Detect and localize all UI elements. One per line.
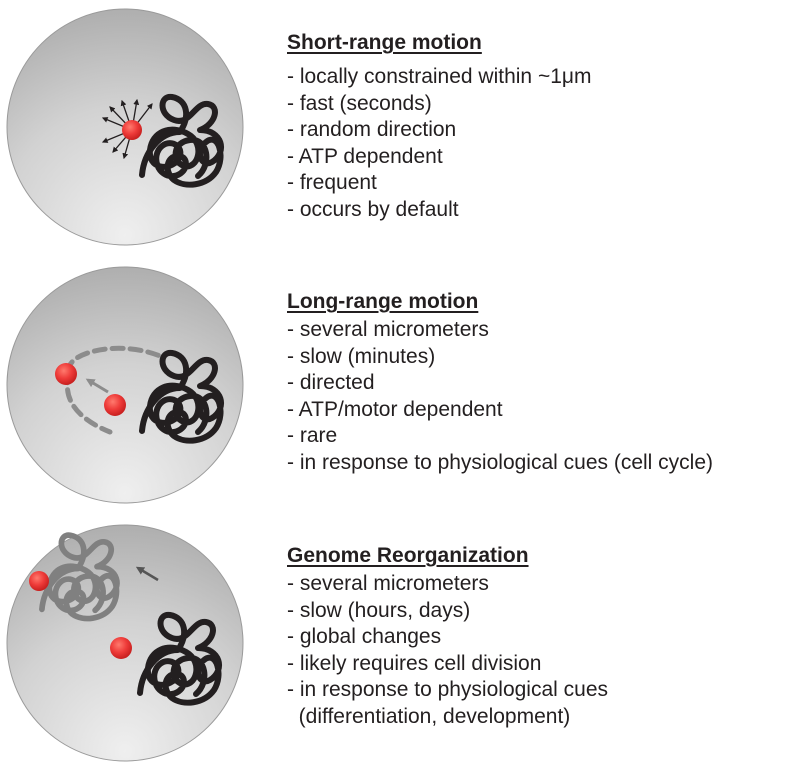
property-item: - in response to physiological cues	[287, 678, 609, 701]
panel-short-range-illustration	[6, 8, 244, 246]
locus-2-start	[104, 394, 126, 416]
long-range-description: Long-range motion - several micrometers …	[287, 289, 713, 476]
locus-1	[122, 120, 142, 140]
property-item: - several micrometers	[287, 318, 489, 341]
locus-2-end	[55, 363, 77, 385]
property-item: - in response to physiological cues (cel…	[287, 450, 714, 474]
genome-reorganization-description: Genome Reorganization - several micromet…	[287, 543, 608, 730]
property-item: - rare	[287, 424, 338, 447]
property-item: - slow (hours, days)	[287, 598, 471, 622]
property-item: - directed	[287, 371, 375, 394]
directed-arrow	[85, 378, 109, 394]
locus-3	[110, 637, 132, 659]
long-range-properties: - several micrometers - slow (minutes) -…	[287, 317, 713, 476]
panel-long-range-illustration	[6, 266, 244, 504]
genome-reorganization-title: Genome Reorganization	[287, 544, 529, 567]
panel-reorganization-illustration	[6, 524, 244, 762]
property-item: - fast (seconds)	[287, 91, 432, 115]
property-item: - locally constrained within ~1μm	[287, 65, 592, 88]
property-item: - random direction	[287, 118, 457, 141]
reorganization-arrow	[135, 566, 159, 582]
property-item: - several micrometers	[287, 572, 489, 595]
locus-3-faded	[29, 571, 49, 591]
property-item: - ATP dependent	[287, 144, 443, 168]
property-item: - frequent	[287, 171, 377, 194]
genome-reorganization-properties: - several micrometers - slow (hours, day…	[287, 571, 608, 730]
short-range-title: Short-range motion	[287, 31, 482, 54]
property-item: - likely requires cell division	[287, 651, 542, 675]
property-item: - ATP/motor dependent	[287, 397, 503, 421]
property-item: - slow (minutes)	[287, 344, 436, 368]
short-range-properties: - locally constrained within ~1μm - fast…	[287, 64, 591, 223]
long-range-title: Long-range motion	[287, 290, 479, 313]
short-range-description: Short-range motion - locally constrained…	[287, 30, 591, 223]
property-item: - occurs by default	[287, 197, 459, 221]
property-item: - global changes	[287, 625, 442, 648]
property-item: (differentiation, development)	[287, 704, 571, 728]
nucleus-2	[6, 266, 244, 504]
